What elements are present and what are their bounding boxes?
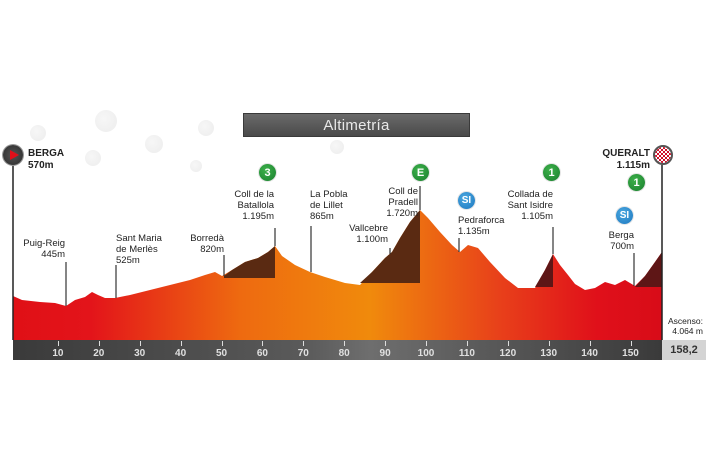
axis-tick-label: 120 <box>499 348 517 359</box>
axis-tick-label: 70 <box>297 348 309 359</box>
chart-title-text: Altimetría <box>323 116 390 134</box>
background-bubble <box>145 135 163 153</box>
background-bubble <box>198 120 214 136</box>
axis-tick-label: 40 <box>175 348 187 359</box>
axis-tick <box>180 341 182 346</box>
climb-sant-isidre <box>535 254 553 287</box>
axis-tick <box>221 341 223 346</box>
climb-category-1-icon: 1 <box>543 164 560 181</box>
sprint-si-icon: SI <box>616 207 633 224</box>
axis-tick <box>507 341 509 346</box>
background-bubble <box>95 110 117 132</box>
sprint-si-icon: SI <box>458 192 475 209</box>
climb-category-special-icon: E <box>412 164 429 181</box>
axis-tick <box>344 341 346 346</box>
axis-tick <box>589 341 591 346</box>
distance-axis <box>13 340 662 360</box>
total-distance: 158,2 <box>662 340 706 360</box>
start-flag-icon <box>3 145 23 165</box>
axis-tick <box>303 341 305 346</box>
background-bubble <box>30 125 46 141</box>
background-bubble <box>85 150 101 166</box>
axis-tick-label: 60 <box>256 348 268 359</box>
axis-tick <box>385 341 387 346</box>
climb-queralt <box>635 252 662 287</box>
background-bubble <box>190 160 202 172</box>
axis-tick-label: 110 <box>458 348 475 359</box>
axis-tick <box>548 341 550 346</box>
axis-tick <box>57 341 59 346</box>
start-elevation: 570m <box>28 160 54 171</box>
axis-tick-label: 150 <box>622 348 639 359</box>
climb-pradell <box>360 210 420 283</box>
climb-batallola <box>224 246 275 278</box>
finish-elevation: 1.115m <box>616 160 650 171</box>
axis-tick-label: 100 <box>417 348 435 359</box>
background-bubble <box>330 140 344 154</box>
axis-tick-label: 80 <box>338 348 350 359</box>
axis-tick-label: 20 <box>93 348 105 359</box>
start-name: BERGA <box>28 148 65 159</box>
axis-tick-label: 130 <box>540 348 558 359</box>
checkered-finish-icon <box>653 145 673 165</box>
profile-area <box>13 210 662 340</box>
climb-category-1-finish-icon: 1 <box>628 174 645 191</box>
axis-tick-label: 50 <box>215 348 228 359</box>
chart-title: Altimetría <box>243 113 470 137</box>
axis-tick <box>98 341 100 346</box>
ascent-summary: Ascenso:4.064 m <box>668 316 703 336</box>
axis-tick-label: 30 <box>134 348 146 359</box>
axis-tick <box>139 341 141 346</box>
axis-tick <box>262 341 264 346</box>
axis-tick <box>466 341 468 346</box>
axis-tick-label: 140 <box>581 348 598 359</box>
axis-tick <box>630 341 632 346</box>
climb-category-3-icon: 3 <box>259 164 276 181</box>
axis-tick <box>426 341 427 346</box>
axis-tick-label: 90 <box>379 348 391 359</box>
axis-tick-label: 10 <box>52 348 64 359</box>
finish-name: QUERALT <box>602 148 650 159</box>
